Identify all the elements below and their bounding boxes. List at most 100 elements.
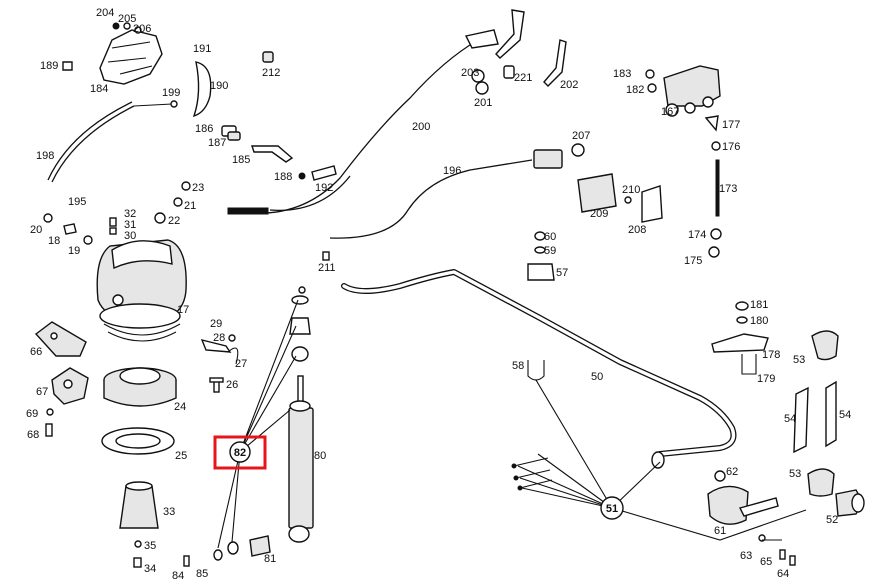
callout-34: 34 — [144, 563, 156, 575]
callout-207: 207 — [572, 130, 590, 142]
callout-221: 221 — [514, 72, 532, 84]
callout-58: 58 — [512, 360, 524, 372]
callout-21: 21 — [184, 200, 196, 212]
part-52-bushing — [835, 489, 865, 517]
callout-50: 50 — [591, 371, 603, 383]
callout-27: 27 — [235, 358, 247, 370]
callout-labels: 204 205 206 189 184 191 190 212 199 198 … — [26, 7, 851, 582]
leaders-51 — [517, 379, 807, 541]
callout-60: 60 — [544, 231, 556, 243]
callout-183: 183 — [613, 68, 631, 80]
callout-31: 31 — [124, 219, 136, 231]
callout-184: 184 — [90, 83, 108, 95]
callout-53-bottom: 53 — [789, 468, 801, 480]
callout-26: 26 — [226, 379, 238, 391]
callout-81: 81 — [264, 553, 276, 565]
callout-52: 52 — [826, 514, 838, 526]
callout-33: 33 — [163, 506, 175, 518]
hub-label-82: 82 — [234, 447, 246, 459]
part-80-shock-absorber — [288, 375, 314, 543]
callout-187: 187 — [208, 137, 226, 149]
callout-206: 206 — [133, 23, 151, 35]
part-173-rod — [708, 159, 722, 258]
callout-192: 192 — [315, 182, 333, 194]
part-167-valve-block — [645, 65, 721, 117]
callout-23: 23 — [192, 182, 204, 194]
part-60-59-57-clamp — [527, 231, 555, 281]
callout-63: 63 — [740, 550, 752, 562]
part-67-mount — [51, 367, 89, 405]
callout-59: 59 — [544, 245, 556, 257]
part-66-bracket — [34, 321, 87, 357]
part-212-nut — [262, 51, 274, 63]
callout-195: 195 — [68, 196, 86, 208]
callout-182: 182 — [626, 84, 644, 96]
callout-176: 176 — [722, 141, 740, 153]
part-69-68-screws — [45, 408, 54, 437]
leaders-82 — [217, 299, 299, 549]
part-51-bolts — [511, 457, 553, 491]
callout-54-left: 54 — [784, 413, 796, 425]
callout-201: 201 — [474, 97, 492, 109]
callout-179: 179 — [757, 373, 775, 385]
part-200-cable — [227, 29, 499, 215]
callout-178: 178 — [762, 349, 780, 361]
part-177-176-fittings — [704, 115, 721, 151]
callout-173: 173 — [719, 183, 737, 195]
callout-199: 199 — [162, 87, 180, 99]
callout-84: 84 — [172, 570, 184, 582]
callout-65: 65 — [760, 556, 772, 568]
part-188-192-pin — [298, 165, 337, 181]
part-58-u-bolt — [527, 360, 545, 381]
callout-57: 57 — [556, 267, 568, 279]
callout-80: 80 — [314, 450, 326, 462]
callout-205: 205 — [118, 13, 136, 25]
callout-208: 208 — [628, 224, 646, 236]
callout-85: 85 — [196, 568, 208, 580]
callout-175: 175 — [684, 255, 702, 267]
part-181-180-178-179-bracket — [711, 301, 769, 375]
callout-53-top: 53 — [793, 354, 805, 366]
part-63-65-64-hardware — [758, 534, 796, 566]
callout-186: 186 — [195, 123, 213, 135]
part-84-85-81-hardware — [183, 535, 271, 567]
callout-67: 67 — [36, 386, 48, 398]
callout-177: 177 — [722, 119, 740, 131]
callout-68: 68 — [27, 429, 39, 441]
callout-24: 24 — [174, 401, 186, 413]
callout-62: 62 — [726, 466, 738, 478]
part-209-210-208-brackets — [577, 173, 663, 223]
part-198-199-cable — [47, 100, 178, 183]
callout-17: 17 — [177, 304, 189, 316]
callout-210: 210 — [622, 184, 640, 196]
callout-181: 181 — [750, 299, 768, 311]
part-53-54-clamps — [793, 330, 839, 497]
callout-189: 189 — [40, 60, 58, 72]
callout-64: 64 — [777, 568, 789, 580]
callout-212: 212 — [262, 67, 280, 79]
hub-label-51: 51 — [606, 503, 618, 515]
part-196-cable — [329, 143, 585, 239]
callout-180: 180 — [750, 315, 768, 327]
part-24-spring-seat — [103, 367, 177, 407]
part-50-anti-roll-bar — [341, 269, 737, 469]
part-17-strut-housing — [96, 239, 187, 342]
part-61-62-link — [707, 470, 779, 525]
part-26-bolt — [209, 377, 224, 393]
callout-66: 66 — [30, 346, 42, 358]
callout-54-right: 54 — [839, 409, 851, 421]
part-29-28-27-bracket — [200, 334, 239, 365]
callout-188: 188 — [274, 171, 292, 183]
part-33-bump-stop — [119, 481, 159, 529]
part-191-190-hose — [192, 61, 212, 118]
callout-22: 22 — [168, 215, 180, 227]
highlight-box-82 — [213, 435, 267, 470]
callout-32: 32 — [124, 208, 136, 220]
part-185-lever — [251, 145, 294, 163]
callout-198: 198 — [36, 150, 54, 162]
callout-211: 211 — [318, 262, 336, 274]
part-35-34-nuts — [133, 540, 142, 568]
hub-circle-51 — [600, 496, 624, 520]
part-25-washer — [101, 427, 175, 455]
